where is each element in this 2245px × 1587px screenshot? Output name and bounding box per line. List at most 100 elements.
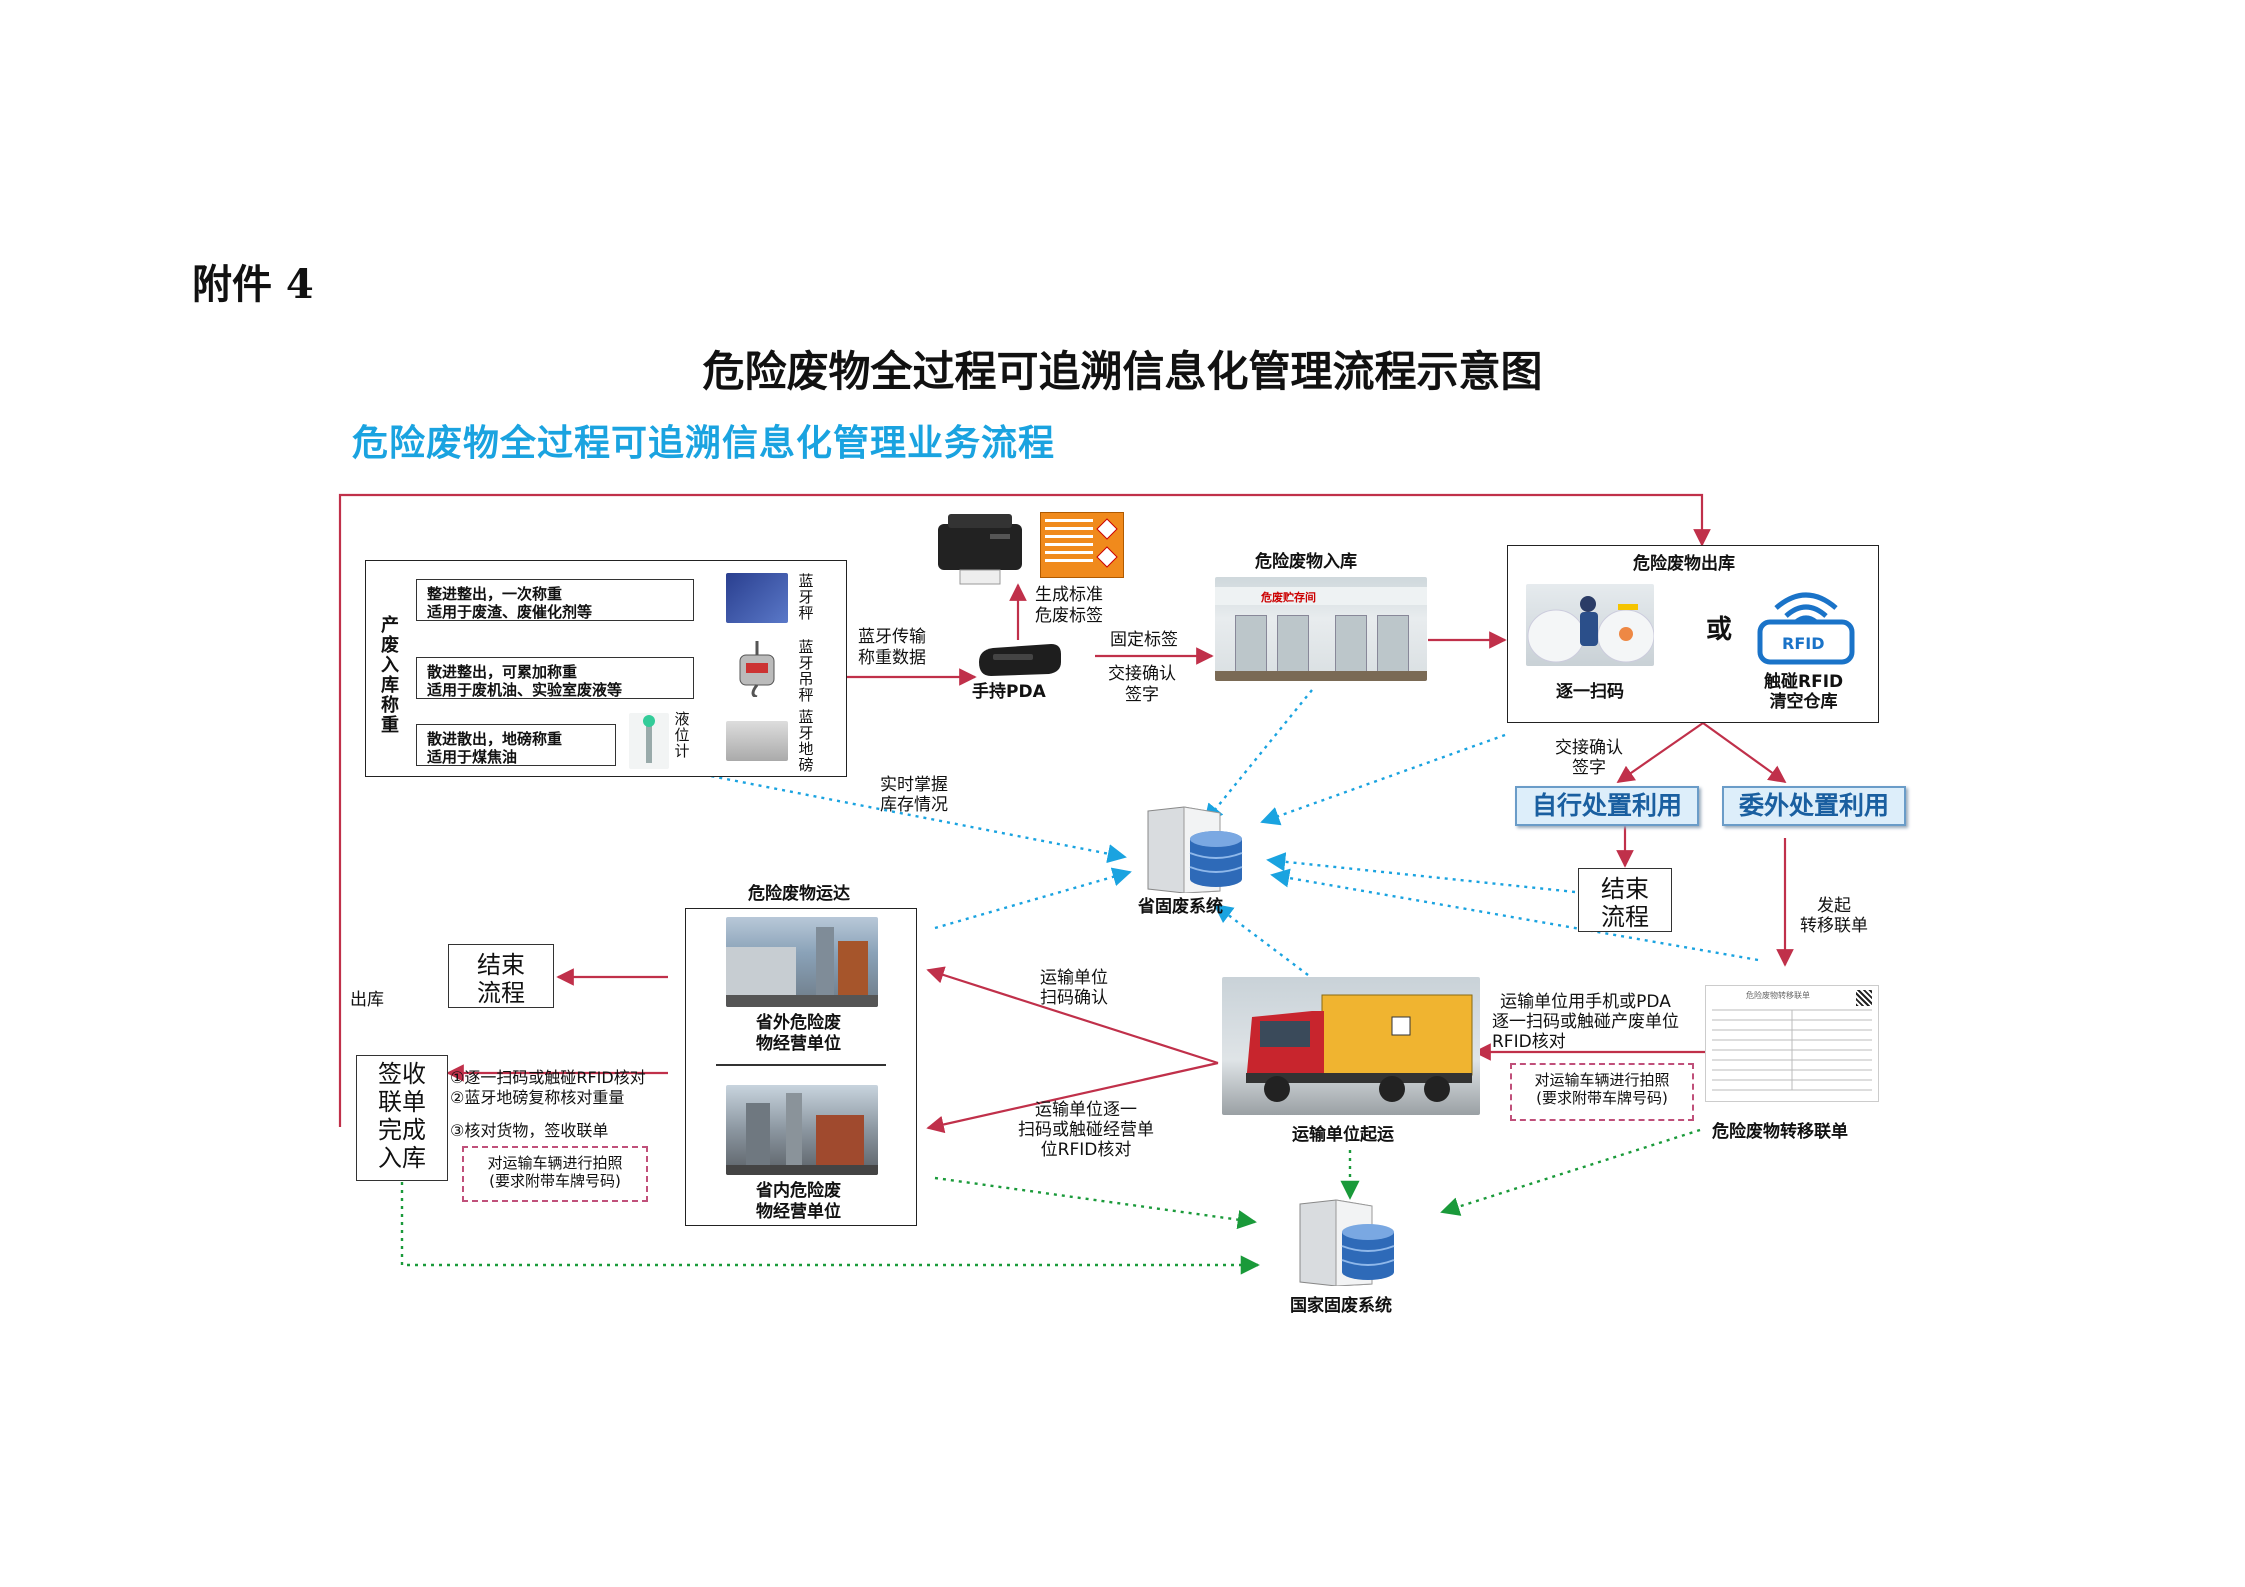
end-left-line1: 结束: [477, 951, 525, 979]
outsource-dispose-button[interactable]: 委外处置利用: [1722, 786, 1906, 826]
national-server-icon: [1290, 1198, 1402, 1287]
truck-image: [1222, 977, 1480, 1115]
province-system-label: 省固废系统: [1138, 897, 1223, 917]
handover2-line1: 交接确认: [1555, 738, 1623, 758]
gen-label: 生成标准 危废标签: [1035, 585, 1103, 627]
dot-endright-to-province: [1266, 852, 1576, 894]
dot-manifest-to-province: [1270, 868, 1759, 962]
gen-label-line2: 危废标签: [1035, 606, 1103, 626]
initiate-label: 发起 转移联单: [1800, 896, 1868, 936]
photo-note-right-line2: (要求附带车牌号码): [1536, 1089, 1668, 1107]
dot-sign-to-national: [400, 1182, 1260, 1275]
rfid-icon: RFID: [1746, 586, 1866, 668]
sign-line3: 完成: [378, 1116, 426, 1144]
arrow-outbound-to-outsource: [1702, 722, 1787, 784]
qr-code-icon: [1856, 990, 1872, 1006]
diagram-title: 危险废物全过程可追溯信息化管理业务流程: [352, 423, 1056, 464]
end-right-line1: 结束: [1601, 875, 1649, 903]
handover2-label: 交接确认 签字: [1555, 738, 1623, 778]
transport-check-line1: 运输单位逐一: [1035, 1100, 1137, 1120]
dot-produce-to-province: [679, 768, 1127, 864]
photo-note-left-line1: 对运输车辆进行拍照: [487, 1154, 623, 1172]
truck-label: 运输单位起运: [1292, 1125, 1394, 1145]
transport-scan-label: 运输单位用手机或PDA 逐一扫码或触碰产废单位 RFID核对: [1492, 992, 1679, 1052]
initiate-line2: 转移联单: [1800, 916, 1868, 936]
row1-line2: 适用于废渣、废催化剂等: [427, 603, 593, 621]
outside-unit-line1: 省外危险废: [756, 1013, 841, 1033]
province-server-icon: [1138, 805, 1250, 894]
manifest-doc-title: 危险废物转移联单: [1746, 991, 1810, 1000]
realtime-line1: 实时掌握: [880, 775, 948, 795]
sign-line1: 签收: [378, 1060, 426, 1088]
outbound-title: 危险废物出库: [1633, 554, 1735, 574]
dot-truck-to-province: [1213, 903, 1309, 976]
attachment-number: 附件 4: [192, 261, 314, 308]
transport-check-line2: 扫码或触碰经营单: [1018, 1120, 1154, 1140]
fix-label: 固定标签: [1110, 630, 1178, 650]
inside-unit-line2: 物经营单位: [756, 1202, 841, 1222]
bt-transfer-line2: 称重数据: [858, 648, 926, 668]
inside-unit-image: [726, 1085, 878, 1175]
handover1-line1: 交接确认: [1108, 664, 1176, 684]
scan-label: 逐一扫码: [1556, 682, 1624, 702]
crane-scale-image: [734, 641, 780, 697]
level-gauge-image: [629, 713, 669, 769]
transport-scan-line1: 运输单位用手机或PDA: [1500, 992, 1671, 1012]
gen-label-line1: 生成标准: [1035, 585, 1103, 605]
bt-transfer-label: 蓝牙传输 称重数据: [858, 627, 926, 669]
arrow-truck-to-inside: [926, 1061, 1219, 1134]
scan-worker-image: [1526, 584, 1654, 666]
photo-note-right: 对运输车辆进行拍照 (要求附带车牌号码): [1510, 1063, 1694, 1121]
receive-step1: ①逐一扫码或触碰RFID核对: [450, 1068, 646, 1087]
realtime-line2: 库存情况: [880, 795, 948, 815]
transport-arrival-box: 省外危险废 物经营单位 省内危险废 物经营单位: [685, 908, 917, 1226]
row2-box: 散进整出，可累加称重 适用于废机油、实验室废液等: [416, 657, 694, 699]
end-right-line2: 流程: [1601, 903, 1649, 931]
row3-line2: 适用于煤焦油: [427, 748, 518, 766]
manifest-document-image: 危险废物转移联单: [1705, 985, 1879, 1102]
produce-weigh-box: 产废入库称重 整进整出，一次称重 适用于废渣、废催化剂等 蓝牙秤 散进整出，可累…: [365, 560, 847, 777]
transport-check-label: 运输单位逐一 扫码或触碰经营单 位RFID核对: [1018, 1100, 1154, 1160]
receive-step3: ③核对货物，签收联单: [450, 1121, 609, 1140]
row3-line1: 散进散出，地磅称重: [427, 730, 563, 748]
arrow-outbound-to-self: [1616, 722, 1704, 784]
receive-step2: ②蓝牙地磅复称核对重量: [450, 1088, 625, 1107]
row3-device-a: 液位计: [674, 710, 690, 760]
transport-confirm-line1: 运输单位: [1040, 968, 1108, 988]
bt-transfer-line1: 蓝牙传输: [858, 627, 926, 647]
or-label: 或: [1706, 615, 1733, 645]
dot-outbound-to-province: [1260, 733, 1506, 826]
outside-unit-line2: 物经营单位: [756, 1034, 841, 1054]
transport-scan-line3: RFID核对: [1492, 1032, 1566, 1052]
outbound-left-label: 出库: [350, 990, 384, 1010]
initiate-line1: 发起: [1817, 896, 1851, 916]
realtime-label: 实时掌握 库存情况: [880, 775, 948, 815]
sign-complete-box: 签收 联单 完成 入库: [356, 1055, 448, 1181]
dot-inbound-to-province: [1203, 689, 1313, 824]
bluetooth-scale-image: [726, 573, 788, 623]
outside-unit-label: 省外危险废 物经营单位: [756, 1013, 841, 1055]
transport-confirm-line2: 扫码确认: [1040, 988, 1108, 1008]
pda-image: [975, 642, 1065, 678]
warehouse-sign: 危废贮存间: [1261, 591, 1316, 604]
rfid-line1: 触碰RFID: [1764, 672, 1844, 692]
inbound-warehouse-image: 危废贮存间: [1215, 577, 1427, 681]
transport-scan-line2: 逐一扫码或触碰产废单位: [1492, 1012, 1679, 1032]
rfid-logo-text: RFID: [1782, 634, 1825, 653]
row1-device: 蓝牙秤: [798, 572, 814, 622]
row2-line2: 适用于废机油、实验室废液等: [427, 681, 623, 699]
row3-box: 散进散出，地磅称重 适用于煤焦油: [416, 724, 616, 766]
transport-confirm-label: 运输单位 扫码确认: [1040, 968, 1108, 1008]
sign-line4: 入库: [378, 1144, 426, 1172]
self-dispose-button[interactable]: 自行处置利用: [1515, 786, 1699, 826]
pda-label: 手持PDA: [972, 682, 1046, 702]
end-left-line2: 流程: [477, 979, 525, 1007]
row1-box: 整进整出，一次称重 适用于废渣、废催化剂等: [416, 579, 694, 621]
end-process-right: 结束 流程: [1578, 868, 1672, 932]
row3-device-b: 蓝牙地磅: [798, 708, 814, 774]
receive-steps: ①逐一扫码或触碰RFID核对 ②蓝牙地磅复称核对重量: [450, 1068, 646, 1108]
loop-arrow: [338, 493, 1711, 1127]
photo-note-left: 对运输车辆进行拍照 (要求附带车牌号码): [462, 1146, 648, 1202]
transport-title: 危险废物运达: [748, 884, 850, 904]
dot-manifest-to-national: [1440, 1128, 1701, 1216]
